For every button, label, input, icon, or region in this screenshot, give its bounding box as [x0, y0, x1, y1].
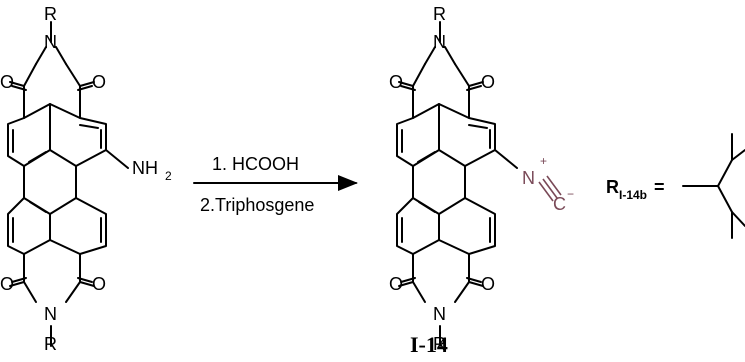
r-group-subscript: I-14b	[619, 188, 647, 202]
product-o-top-left: O	[389, 72, 403, 92]
product-o-bottom-right: O	[481, 274, 495, 294]
reactant-n-bottom: N	[44, 304, 57, 324]
compound-id: I-14	[410, 332, 448, 357]
reactant-o-top-right: O	[92, 72, 106, 92]
amine-subscript: 2	[165, 169, 172, 183]
isocyanide-bond	[494, 149, 518, 169]
condition-step-2: 2.Triphosgene	[200, 195, 314, 215]
reactant-n-top: N	[44, 32, 57, 52]
isocyanide-n: N	[522, 168, 535, 188]
isocyanide-c: C	[553, 194, 566, 214]
reactant-o-bottom-right: O	[92, 274, 106, 294]
product-n-bottom: N	[433, 304, 446, 324]
product-r-top: R	[433, 4, 446, 24]
product-r-bottom: R	[433, 334, 446, 354]
product-n-top: N	[433, 32, 446, 52]
isocyanide-c-charge: −	[567, 187, 574, 201]
reactant-o-top-left: O	[0, 72, 14, 92]
amine-label: NH	[132, 158, 158, 178]
reactant-r-bottom: R	[44, 334, 57, 354]
reactant-o-bottom-left: O	[0, 274, 14, 294]
isocyanide-triple-bond	[538, 175, 562, 202]
r-group-structure	[682, 133, 745, 239]
product-structure	[396, 21, 518, 347]
reactant-r-top: R	[44, 4, 57, 24]
product-o-bottom-left: O	[389, 274, 403, 294]
amine-bond	[105, 149, 129, 169]
product-o-top-right: O	[481, 72, 495, 92]
reactant-structure	[7, 21, 129, 347]
r-group-symbol: R	[606, 177, 619, 197]
r-group-equals: =	[654, 177, 665, 197]
condition-step-1: 1. HCOOH	[212, 154, 299, 174]
isocyanide-n-charge: +	[540, 154, 547, 168]
